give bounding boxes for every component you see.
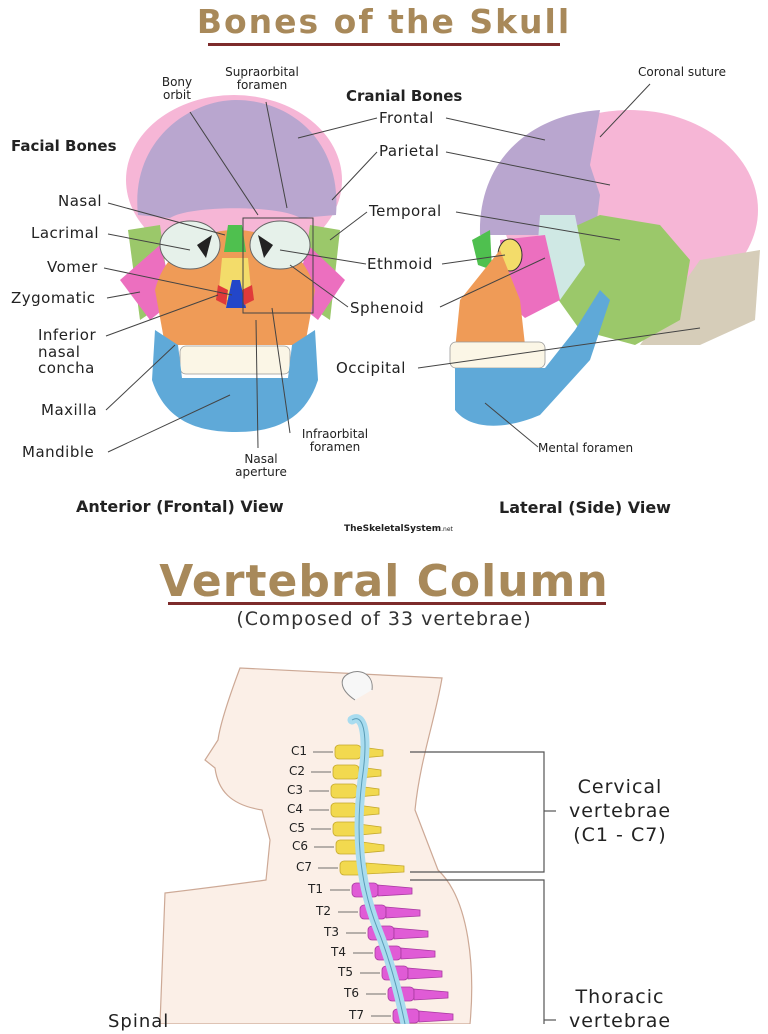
vertebra-t7-process — [418, 1010, 454, 1023]
nasal-bone — [224, 225, 246, 252]
label-c4: C4 — [287, 802, 304, 816]
vertebral-subtitle: (Composed of 33 vertebrae) — [236, 608, 532, 630]
upper-teeth — [179, 345, 291, 375]
left-orbit-fissure — [197, 235, 212, 258]
label-bony-orbit: Bony orbit — [161, 75, 193, 103]
label-mandible: Mandible — [22, 443, 95, 461]
skull-title-underline — [208, 43, 560, 46]
label-c5: C5 — [289, 821, 306, 835]
label-c6: C6 — [292, 839, 309, 853]
label-t5: T5 — [338, 965, 353, 979]
vertebra-c1-body — [334, 744, 362, 760]
vertebra-leader-lines — [309, 751, 391, 1017]
left-orbit — [159, 220, 221, 270]
nasal-lateral — [472, 230, 492, 270]
vertebra-t2-process — [385, 906, 421, 919]
label-t6: T6 — [344, 986, 359, 1000]
vertebral-title-underline — [168, 602, 606, 605]
label-coronal-suture: Coronal suture — [638, 65, 727, 79]
vertebra-c3-body — [330, 783, 358, 799]
vertebra-t6-process — [413, 988, 449, 1001]
lateral-view-caption: Lateral (Side) View — [499, 498, 671, 517]
cervical-group-label: Cervical vertebrae (C1 - C7) — [568, 776, 672, 846]
label-vomer: Vomer — [47, 258, 98, 276]
vertebra-t5-process — [407, 967, 443, 980]
label-nasal: Nasal — [58, 192, 103, 210]
vertebra-c2-body — [332, 764, 360, 780]
frontal-lateral — [479, 110, 600, 235]
right-orbit — [249, 220, 311, 270]
vertebra-t4-process — [400, 947, 436, 960]
vertebra-t3-process — [393, 927, 429, 940]
label-temporal: Temporal — [369, 202, 442, 220]
vomer-bone — [226, 280, 246, 308]
label-mental-foramen: Mental foramen — [538, 441, 634, 455]
label-t3: T3 — [324, 925, 339, 939]
label-supraorbital-foramen: Supraorbital foramen — [225, 65, 299, 93]
right-orbit-fissure — [258, 235, 273, 258]
label-zygomatic: Zygomatic — [11, 289, 96, 307]
cranial-bones-heading: Cranial Bones — [346, 87, 463, 105]
spinal-cord-edge — [351, 718, 406, 1024]
label-sphenoid: Sphenoid — [350, 299, 425, 317]
mandible-lateral — [455, 290, 610, 426]
lateral-skull — [449, 110, 760, 426]
skull-base — [341, 671, 373, 701]
label-nasal-aperture: Nasal aperture — [235, 452, 287, 480]
skull-title: Bones of the Skull — [196, 2, 572, 41]
anterior-skull — [120, 95, 345, 432]
label-t4: T4 — [331, 945, 346, 959]
label-infraorbital-foramen: Infraorbital foramen — [301, 427, 369, 455]
vertebral-title: Vertebral Column — [159, 556, 609, 607]
label-ethmoid: Ethmoid — [367, 255, 433, 273]
label-frontal: Frontal — [379, 109, 434, 127]
facial-bones-heading: Facial Bones — [11, 137, 117, 155]
spinal-side-label: Spinal — [108, 1011, 170, 1032]
brand-logo: TheSkeletalSystem.net — [344, 524, 453, 534]
frontal-bone — [137, 100, 337, 218]
label-c1: C1 — [291, 744, 308, 758]
label-c2: C2 — [289, 764, 306, 778]
vertebra-c4-body — [330, 802, 358, 818]
mandible-bone — [152, 330, 318, 432]
label-parietal: Parietal — [379, 142, 440, 160]
label-lacrimal: Lacrimal — [31, 224, 100, 242]
label-c7: C7 — [296, 860, 313, 874]
label-occipital: Occipital — [336, 359, 406, 377]
label-t1: T1 — [308, 882, 323, 896]
right-concha — [242, 285, 254, 305]
anterior-view-caption: Anterior (Frontal) View — [76, 497, 284, 516]
label-t7: T7 — [349, 1008, 364, 1022]
skull-leader-lines — [103, 83, 701, 453]
cervical-bracket — [410, 751, 545, 873]
label-inferior-nasal-concha: Inferior nasal concha — [38, 326, 97, 377]
thoracic-group-label: Thoracic vertebrae — [568, 986, 672, 1032]
bony-orbit-box — [242, 217, 314, 314]
label-maxilla: Maxilla — [41, 401, 98, 419]
thoracic-bracket — [410, 879, 545, 1024]
label-t2: T2 — [316, 904, 331, 918]
left-concha — [216, 285, 228, 305]
label-c3: C3 — [287, 783, 304, 797]
vertebra-t1-process — [377, 884, 413, 897]
